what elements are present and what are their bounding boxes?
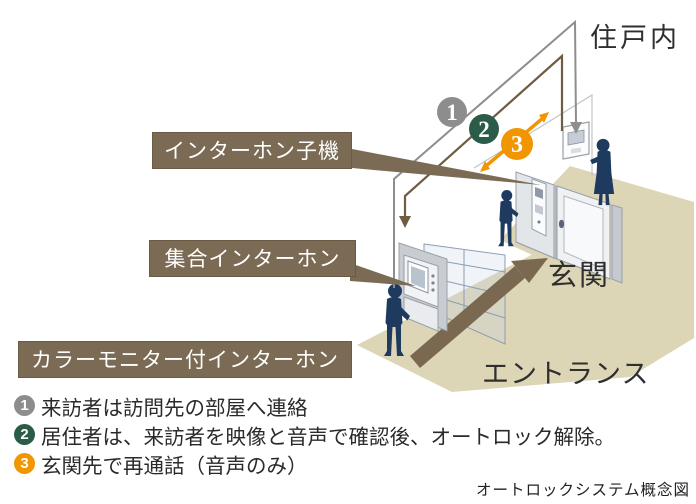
resident-at-handset [590,138,615,206]
collective-intercom-panel [398,242,448,332]
color-monitor-intercom-label: カラーモニター付インターホン [18,341,352,378]
residence-area-label: 住戸内 [590,23,680,53]
badge-2-circle [469,114,499,144]
step-item-2: 2 居住者は、来訪者を映像と音声で確認後、オートロック解除。 [14,420,615,449]
visitor-at-door [498,190,519,247]
handset-label: インターホン子機 [152,132,352,169]
collective-intercom-label: 集合インターホン [149,240,356,277]
step-1-badge: 1 [14,395,35,416]
diagram-step-badges: 1 2 3 [437,97,533,160]
step-list: 1 来訪者は訪問先の部屋へ連絡 2 居住者は、来訪者を映像と音声で確認後、オート… [14,391,615,478]
step-2-text: 居住者は、来訪者を映像と音声で確認後、オートロック解除。 [41,426,615,449]
lobby-area-label: エントランス [482,359,650,389]
step-2-badge: 2 [14,424,35,445]
badge-1-number: 1 [446,100,458,125]
step-item-1: 1 来訪者は訪問先の部屋へ連絡 [14,391,615,420]
people [384,138,615,356]
signal-line-call [393,19,582,288]
entrance-door [515,171,623,284]
badge-3-circle [501,128,533,160]
room-monitor-handset [562,121,590,160]
walkway-arrow [410,258,548,368]
step-1-text: 来訪者は訪問先の部屋へ連絡 [41,397,308,420]
step-item-3: 3 玄関先で再通話（音声のみ） [14,449,615,478]
step-3-text: 玄関先で再通話（音声のみ） [41,455,308,478]
handset-label-leader [352,149,541,185]
panel-screen [411,266,425,289]
collective-label-leader [350,263,416,286]
visitor-at-entrance [384,284,410,356]
badge-1-circle [437,97,467,127]
door-handle [558,219,565,229]
step-3-badge: 3 [14,453,35,474]
badge-2-number: 2 [478,117,490,142]
badge-3-number: 3 [511,132,523,158]
entrance-floor [357,252,694,392]
diagram-caption: オートロックシステム概念図 [475,482,690,499]
door-area-label: 玄関 [548,260,611,292]
